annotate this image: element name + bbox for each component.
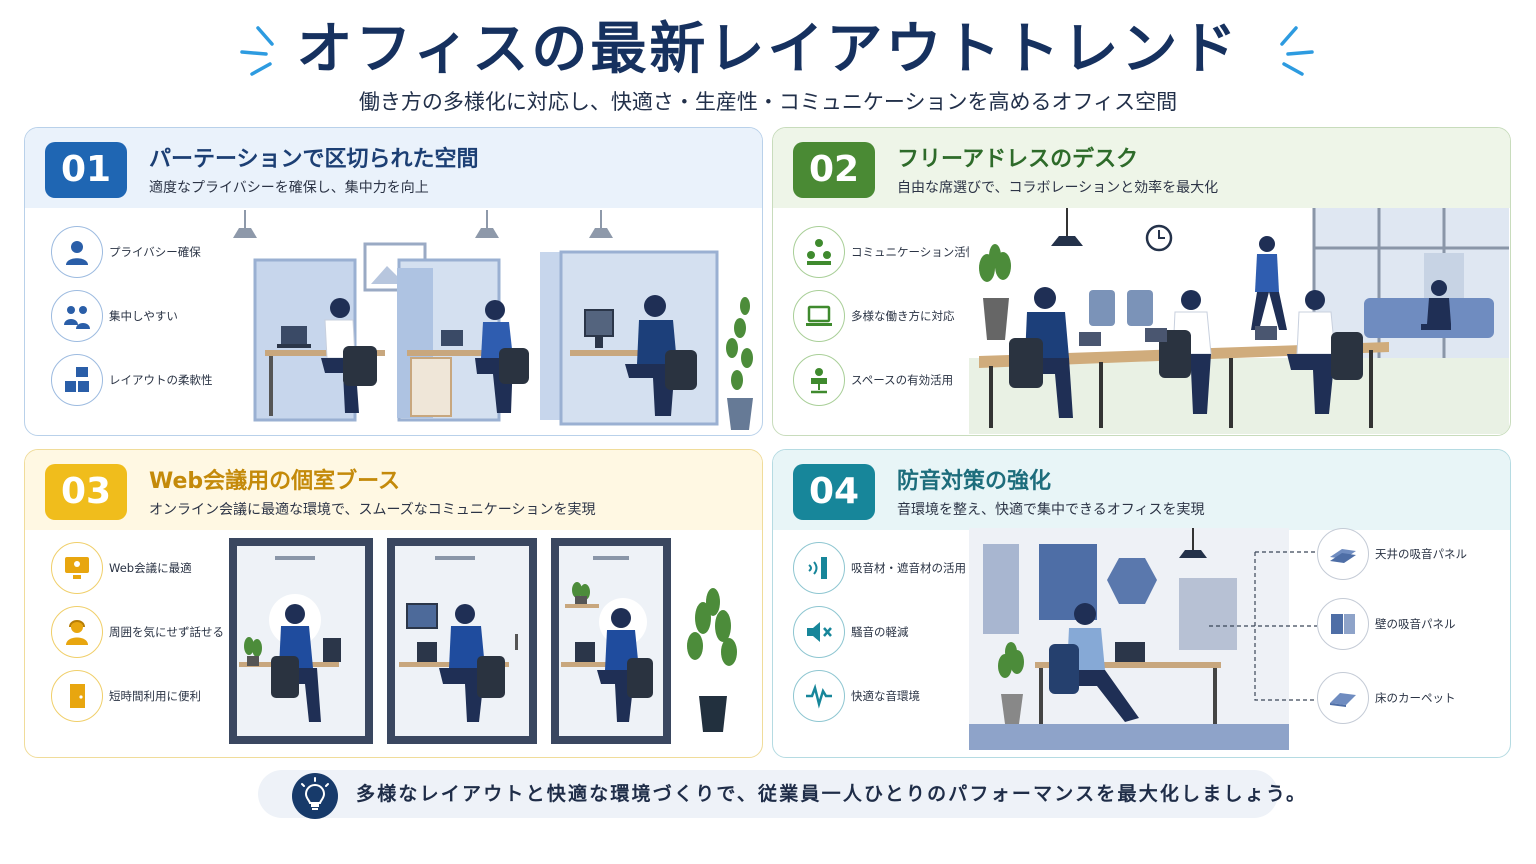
feature-label: スペースの有効活用 <box>851 373 954 387</box>
feature-label: Web会議に最適 <box>109 561 192 575</box>
panel-header: 01 パーテーションで区切られた空間 適度なプライバシーを確保し、集中力を向上 <box>25 128 762 208</box>
feature-item: 騒音の軽減 <box>793 606 983 658</box>
panel-soundproofing: 04 防音対策の強化 音環境を整え、快適で集中できるオフィスを実現 吸音材・遮音… <box>772 449 1511 758</box>
feature-item: コミュニケーション活性化 <box>793 226 989 278</box>
panel-partition: 01 パーテーションで区切られた空間 適度なプライバシーを確保し、集中力を向上 … <box>24 127 763 436</box>
panel-title: フリーアドレスのデスク <box>897 147 1139 172</box>
ceiling-panel-icon <box>1317 528 1369 580</box>
panel-number: 01 <box>45 142 127 198</box>
panel-description: 自由な席選びで、コラボレーションと効率を最大化 <box>897 180 1219 196</box>
panel-title: Web会議用の個室ブース <box>149 469 401 494</box>
focus-people-icon <box>51 290 103 342</box>
callout-lines <box>1209 551 1317 701</box>
feature-label: 周囲を気にせず話せる <box>109 625 224 639</box>
feature-label: 吸音材・遮音材の活用 <box>851 561 966 575</box>
headset-person-icon <box>51 606 103 658</box>
feature-label: 快適な音環境 <box>851 689 920 703</box>
door-icon <box>51 670 103 722</box>
feature-label: レイアウトの柔軟性 <box>109 373 213 387</box>
callout-item: 天井の吸音パネル <box>1317 528 1507 580</box>
panel-header: 02 フリーアドレスのデスク 自由な席選びで、コラボレーションと効率を最大化 <box>773 128 1510 208</box>
panel-description: 音環境を整え、快適で集中できるオフィスを実現 <box>897 502 1205 518</box>
meeting-booth-illustration <box>229 538 737 744</box>
feature-label: 多様な働き方に対応 <box>851 309 955 323</box>
feature-label: 集中しやすい <box>109 309 178 323</box>
callout-label: 床のカーペット <box>1375 691 1456 705</box>
footer-banner: 多様なレイアウトと快適な環境づくりで、従業員一人ひとりのパフォーマンスを最大化し… <box>258 770 1305 819</box>
feature-item: Web会議に最適 <box>51 542 241 594</box>
page-subtitle: 働き方の多様化に対応し、快適さ・生産性・コミュニケーションを高めるオフィス空間 <box>358 90 1178 114</box>
panel-number: 04 <box>793 464 875 520</box>
header: オフィスの最新レイアウトトレンド 働き方の多様化に対応し、快適さ・生産性・コミュ… <box>0 0 1536 125</box>
sparkle-right-icon <box>1280 26 1314 76</box>
panel-description: オンライン会議に最適な環境で、スムーズなコミュニケーションを実現 <box>149 502 596 518</box>
partition-office-illustration <box>233 210 753 430</box>
panel-web-meeting-booth: 03 Web会議用の個室ブース オンライン会議に最適な環境で、スムーズなコミュニ… <box>24 449 763 758</box>
laptop-icon <box>793 290 845 342</box>
panel-description: 適度なプライバシーを確保し、集中力を向上 <box>149 180 429 196</box>
soundproof-office-illustration <box>969 528 1289 750</box>
callout-label: 天井の吸音パネル <box>1375 547 1467 561</box>
person-icon <box>51 226 103 278</box>
feature-item: 集中しやすい <box>51 290 241 342</box>
feature-item: レイアウトの柔軟性 <box>51 354 241 406</box>
monitor-person-icon <box>51 542 103 594</box>
feature-label: 騒音の軽減 <box>851 625 909 639</box>
feature-item: スペースの有効活用 <box>793 354 983 406</box>
mute-speaker-icon <box>793 606 845 658</box>
feature-item: 多様な働き方に対応 <box>793 290 983 342</box>
footer-message: 多様なレイアウトと快適な環境づくりで、従業員一人ひとりのパフォーマンスを最大化し… <box>356 783 1308 805</box>
page-title: オフィスの最新レイアウトトレンド <box>296 17 1240 82</box>
panel-title: 防音対策の強化 <box>897 469 1052 494</box>
panel-header: 04 防音対策の強化 音環境を整え、快適で集中できるオフィスを実現 <box>773 450 1510 530</box>
callout-item: 床のカーペット <box>1317 672 1507 724</box>
callout-label: 壁の吸音パネル <box>1375 617 1456 631</box>
feature-label: プライバシー確保 <box>109 245 201 259</box>
feature-item: プライバシー確保 <box>51 226 241 278</box>
feature-item: 短時間利用に便利 <box>51 670 241 722</box>
chair-icon <box>793 354 845 406</box>
sound-wave-icon <box>793 670 845 722</box>
free-address-office-illustration <box>969 208 1509 434</box>
callout-item: 壁の吸音パネル <box>1317 598 1507 650</box>
panel-header: 03 Web会議用の個室ブース オンライン会議に最適な環境で、スムーズなコミュニ… <box>25 450 762 530</box>
feature-item: 快適な音環境 <box>793 670 983 722</box>
panel-free-address: 02 フリーアドレスのデスク 自由な席選びで、コラボレーションと効率を最大化 コ… <box>772 127 1511 436</box>
team-icon <box>793 226 845 278</box>
wall-panel-icon <box>1317 598 1369 650</box>
panel-number: 02 <box>793 142 875 198</box>
sound-panel-icon <box>793 542 845 594</box>
panel-number: 03 <box>45 464 127 520</box>
sparkle-left-icon <box>240 26 274 76</box>
blocks-icon <box>51 354 103 406</box>
lightbulb-icon <box>292 773 338 819</box>
carpet-icon <box>1317 672 1369 724</box>
panel-title: パーテーションで区切られた空間 <box>149 147 479 172</box>
feature-item: 吸音材・遮音材の活用 <box>793 542 983 594</box>
feature-item: 周囲を気にせず話せる <box>51 606 241 658</box>
feature-label: 短時間利用に便利 <box>109 689 201 703</box>
feature-label: コミュニケーション活性化 <box>851 245 989 259</box>
